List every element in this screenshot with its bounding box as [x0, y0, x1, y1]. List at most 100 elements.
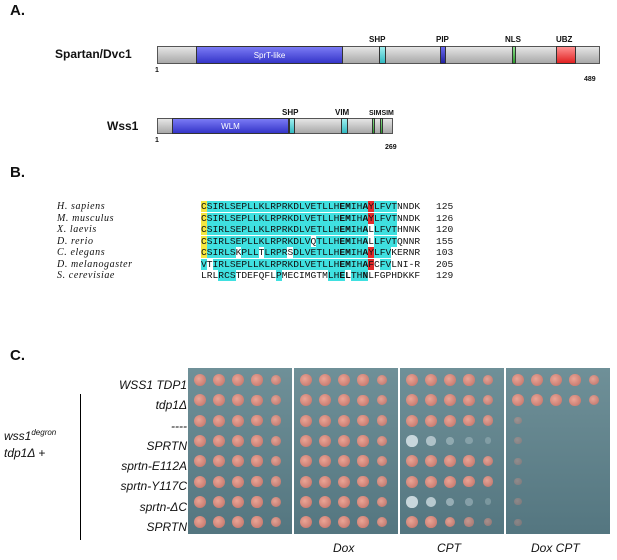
strain-label: SPRTN — [146, 520, 187, 535]
yeast-spot — [338, 374, 350, 386]
yeast-spot — [300, 394, 312, 407]
alignment-end-number: 126 — [436, 212, 454, 224]
yeast-spot — [319, 495, 331, 508]
yeast-spot — [319, 434, 331, 447]
yeast-spot — [319, 374, 331, 386]
yeast-spot — [194, 374, 206, 386]
vim-motif — [341, 118, 348, 134]
wlm-domain: WLM — [172, 118, 289, 134]
yeast-spot — [482, 456, 494, 467]
yeast-spot — [270, 374, 282, 386]
group-bracket-line — [80, 394, 81, 540]
yeast-spot — [426, 496, 436, 507]
yeast-spot — [444, 475, 456, 488]
yeast-spot — [444, 516, 456, 528]
condition-cpt: CPT — [437, 541, 461, 555]
yeast-spot — [194, 455, 206, 468]
wss1-end-residue: 269 — [385, 144, 397, 151]
yeast-spot — [270, 395, 282, 406]
condition-dox: Dox — [333, 541, 355, 555]
yeast-spot — [550, 374, 562, 386]
yeast-spot — [514, 498, 522, 506]
yeast-spot — [425, 414, 437, 427]
yeast-spot — [514, 518, 522, 526]
alignment-row: CSIRLSEPLLKLRPRKDLVETLLHEMIHAYLFVTNNDK — [201, 212, 421, 224]
yeast-spot — [213, 394, 225, 407]
yeast-spot — [251, 455, 263, 467]
yeast-spot — [213, 475, 225, 488]
strain-label: WSS1 TDP1 — [118, 378, 187, 392]
yeast-spot — [251, 516, 263, 528]
yeast-spot — [406, 455, 418, 468]
simsim-label: SIMSIM — [369, 110, 394, 117]
yeast-spot — [270, 456, 282, 467]
wss1-name: Wss1 — [107, 119, 139, 133]
yeast-spot — [357, 374, 369, 386]
strain-label: ---- — [171, 418, 187, 433]
yeast-spot — [465, 437, 473, 445]
yeast-spot — [213, 516, 225, 529]
yeast-spot — [463, 455, 475, 467]
yeast-spot — [338, 455, 350, 468]
pip-motif — [440, 46, 446, 64]
yeast-spot — [425, 475, 437, 488]
yeast-spot — [482, 374, 494, 386]
alignment-row: CSIRLSKPLLTLRPRSDLVETLLHEMIHAYLFVKERNR — [201, 247, 421, 258]
yeast-spot — [512, 374, 524, 386]
yeast-spot — [319, 455, 331, 468]
yeast-spot — [300, 434, 312, 447]
alignment-end-number: 155 — [436, 235, 454, 247]
yeast-spot — [550, 394, 562, 407]
yeast-spot — [300, 414, 312, 427]
yeast-spot — [531, 394, 543, 407]
group-label-line2: tdp1Δ + — [4, 446, 46, 460]
yeast-spot — [569, 374, 581, 386]
yeast-spot — [484, 437, 492, 445]
yeast-spot — [319, 475, 331, 488]
strain-label: sprtn-ΔC — [139, 499, 187, 514]
nls-label: NLS — [505, 35, 521, 44]
yeast-spot — [425, 455, 437, 468]
alignment-end-number: 103 — [436, 247, 454, 258]
yeast-spot — [270, 435, 282, 447]
yeast-spot — [376, 415, 388, 426]
yeast-spot — [213, 455, 225, 468]
species-name: S. cerevisiae — [57, 270, 115, 281]
strain-label: SPRTN — [146, 438, 187, 453]
yeast-spot — [425, 374, 437, 386]
yeast-spot — [338, 516, 350, 529]
yeast-spot — [514, 477, 522, 486]
yeast-spot — [376, 395, 388, 406]
yeast-spot — [213, 495, 225, 508]
panel-label-c: C. — [10, 347, 25, 364]
yeast-spot — [514, 457, 522, 465]
yeast-spot — [406, 475, 418, 488]
yeast-spot — [482, 415, 494, 426]
yeast-spot — [232, 495, 244, 508]
spartan-name: Spartan/Dvc1 — [55, 47, 132, 61]
yeast-spot — [338, 495, 350, 508]
yeast-spot — [194, 475, 206, 488]
yeast-spot — [194, 516, 206, 529]
yeast-spot — [406, 414, 418, 427]
yeast-spot — [376, 456, 388, 467]
yeast-spot — [357, 516, 369, 528]
sim-motif-1 — [372, 118, 375, 134]
yeast-spot — [376, 374, 388, 386]
yeast-spot — [251, 414, 263, 427]
spartan-end-residue: 489 — [584, 76, 596, 83]
wss1-shp-label: SHP — [282, 108, 299, 117]
alignment-end-number: 205 — [436, 258, 454, 270]
yeast-spot — [213, 414, 225, 427]
yeast-spot — [445, 497, 455, 506]
yeast-spot — [357, 475, 369, 488]
yeast-spot — [446, 437, 454, 445]
yeast-spot — [319, 516, 331, 529]
yeast-spot — [232, 455, 244, 468]
species-name: H. sapiens — [57, 201, 106, 212]
yeast-spot — [514, 437, 522, 445]
species-name: X. laevis — [57, 224, 97, 235]
alignment-row: CSIRLSEPLLKLRPRKDLVETLLHEMIHALLFVTHNNK — [201, 224, 421, 235]
